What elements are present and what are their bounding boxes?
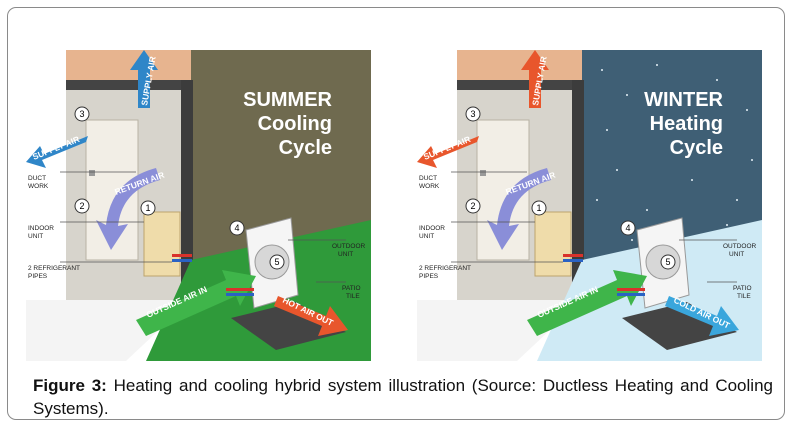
winter-illustration: 1 2 3 4 5 WINTER Heating Cycle DUCT WORK… bbox=[417, 50, 762, 361]
outside-air-in-arrow bbox=[136, 270, 256, 336]
indoor-unit bbox=[143, 211, 181, 277]
supply-air-top-arrow bbox=[521, 50, 549, 108]
winter-panel: 1 2 3 4 5 WINTER Heating Cycle DUCT WORK… bbox=[417, 50, 762, 361]
outdoor-unit-label-1: OUTDOOR bbox=[332, 243, 366, 250]
exhaust-arrow bbox=[274, 296, 348, 336]
supply-air-left-arrow bbox=[417, 136, 479, 168]
exhaust-arrow bbox=[665, 296, 739, 336]
duct-work-label-2: WORK bbox=[419, 183, 440, 190]
panel-title-line3: Cycle bbox=[670, 137, 723, 159]
panel-title-line2: Cooling bbox=[258, 113, 332, 135]
patio-tile-label-1: PATIO bbox=[342, 285, 361, 292]
number-5: 5 bbox=[665, 257, 670, 267]
return-air-arrow bbox=[487, 168, 551, 250]
indoor-unit-label-1: INDOOR bbox=[28, 225, 54, 232]
attic-wall bbox=[66, 50, 191, 80]
ceiling-slab bbox=[66, 80, 191, 90]
attic-wall bbox=[457, 50, 582, 80]
number-3: 3 bbox=[470, 109, 475, 119]
duct-work-label-1: DUCT bbox=[419, 175, 437, 182]
return-air-arrow bbox=[96, 168, 160, 250]
patio-tile-label-2: TILE bbox=[737, 293, 751, 300]
patio-tile-label-2: TILE bbox=[346, 293, 360, 300]
refrigerant-label-1: 2 REFRIGERANT bbox=[28, 265, 80, 272]
indoor-unit-label-2: UNIT bbox=[419, 233, 434, 240]
indoor-unit-label-1: INDOOR bbox=[419, 225, 445, 232]
number-2: 2 bbox=[79, 201, 84, 211]
number-4: 4 bbox=[234, 223, 239, 233]
number-3: 3 bbox=[79, 109, 84, 119]
number-2: 2 bbox=[470, 201, 475, 211]
patio-tile-label-1: PATIO bbox=[733, 285, 752, 292]
duct-work-label-1: DUCT bbox=[28, 175, 46, 182]
figure-frame: 1 2 3 4 5 SUMMER Cooling Cycle DUCT WORK bbox=[7, 7, 785, 420]
patio-tile bbox=[622, 302, 737, 350]
number-1: 1 bbox=[145, 203, 150, 213]
panel-title-line1: WINTER bbox=[644, 89, 723, 111]
exterior-wall bbox=[181, 80, 193, 310]
refrigerant-label-2: PIPES bbox=[419, 273, 439, 280]
outdoor-unit-label-2: UNIT bbox=[729, 251, 744, 258]
number-1: 1 bbox=[536, 203, 541, 213]
exterior-wall bbox=[572, 80, 584, 310]
outside-air-in-arrow bbox=[527, 270, 647, 336]
number-4: 4 bbox=[625, 223, 630, 233]
indoor-unit-label-2: UNIT bbox=[28, 233, 43, 240]
figure-caption: Figure 3: Heating and cooling hybrid sys… bbox=[33, 374, 773, 419]
patio-tile bbox=[231, 302, 346, 350]
ceiling-slab bbox=[457, 80, 582, 90]
number-5: 5 bbox=[274, 257, 279, 267]
panel-title-line2: Heating bbox=[650, 113, 723, 135]
summer-illustration: 1 2 3 4 5 SUMMER Cooling Cycle DUCT WORK bbox=[26, 50, 371, 361]
figure-caption-label: Figure 3: bbox=[33, 376, 107, 395]
figure-caption-text: Heating and cooling hybrid system illust… bbox=[33, 376, 773, 418]
refrigerant-label-1: 2 REFRIGERANT bbox=[419, 265, 471, 272]
summer-panel: 1 2 3 4 5 SUMMER Cooling Cycle DUCT WORK bbox=[26, 50, 371, 361]
panel-title-line3: Cycle bbox=[279, 137, 332, 159]
outdoor-unit-label-1: OUTDOOR bbox=[723, 243, 757, 250]
supply-air-left-arrow bbox=[26, 136, 88, 168]
supply-air-top-arrow bbox=[130, 50, 158, 108]
duct-work-label-2: WORK bbox=[28, 183, 49, 190]
outdoor-unit-label-2: UNIT bbox=[338, 251, 353, 258]
indoor-unit bbox=[534, 211, 572, 277]
panel-title-line1: SUMMER bbox=[243, 89, 332, 111]
refrigerant-label-2: PIPES bbox=[28, 273, 48, 280]
